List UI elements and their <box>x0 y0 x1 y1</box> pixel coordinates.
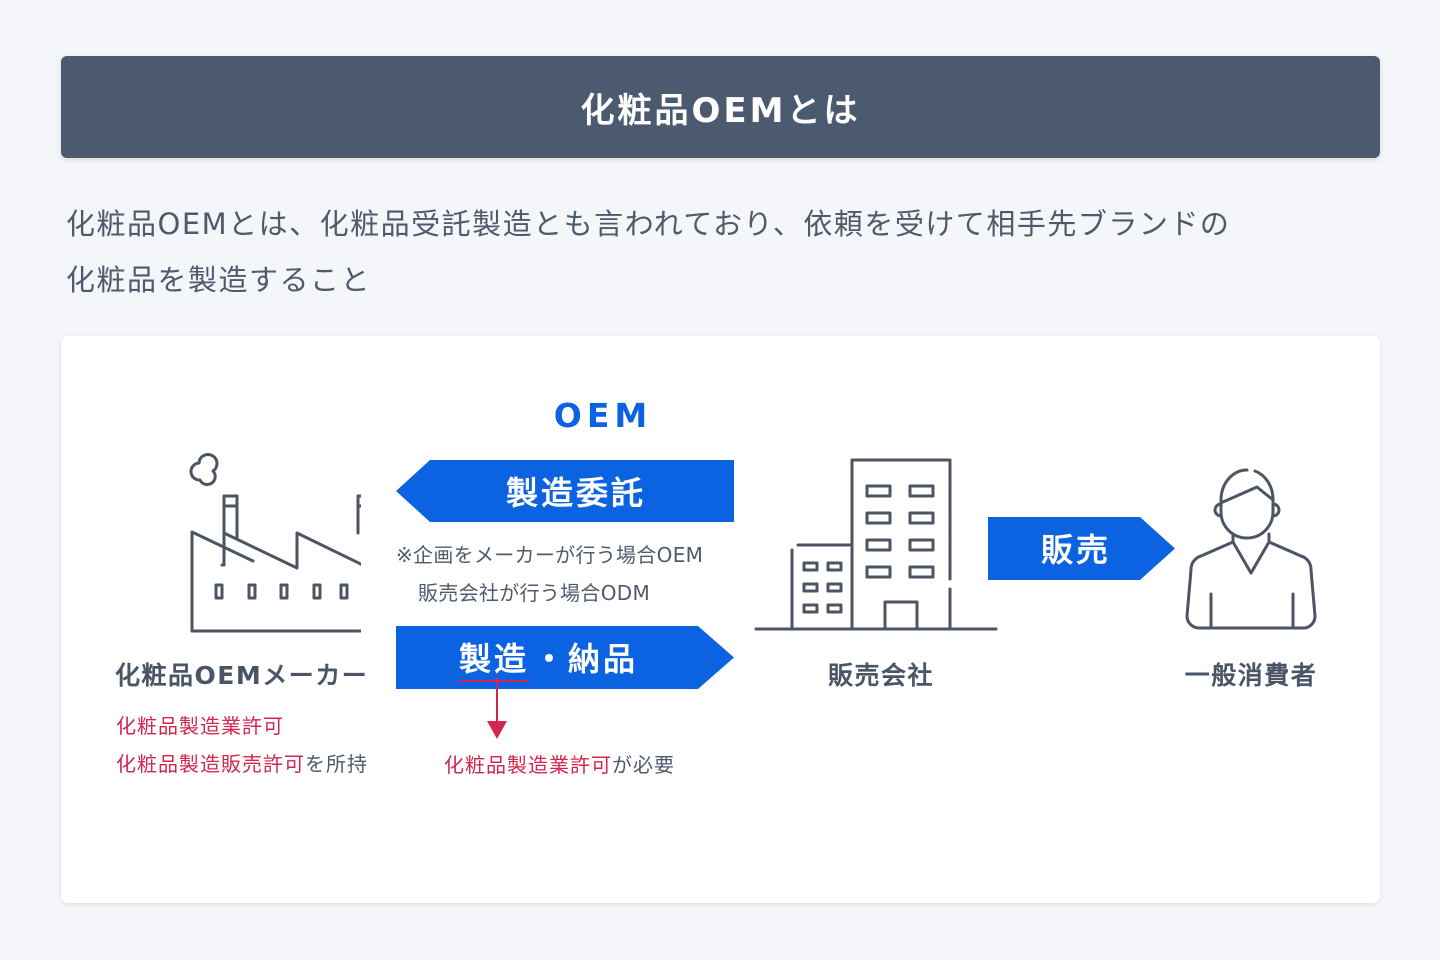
description-line-1: 化粧品OEMとは、化粧品受託製造とも言われており、依頼を受けて相手先ブランドの <box>66 207 1231 241</box>
sales-arrow-icon <box>988 517 1175 580</box>
person-icon <box>1185 468 1317 630</box>
license-line-2: 化粧品製造販売許可を所持 <box>116 745 368 783</box>
delivery-word: ・納品 <box>533 640 639 678</box>
commission-arrow-icon <box>396 460 734 522</box>
requirement-suffix: が必要 <box>612 753 675 777</box>
oem-label: OEM <box>553 396 653 435</box>
manufacture-word: 製造 <box>459 640 530 682</box>
office-building-icon <box>754 458 998 631</box>
manufacture-delivery-arrow-label: 製造・納品 <box>459 634 639 682</box>
description: 化粧品OEMとは、化粧品受託製造とも言われており、依頼を受けて相手先ブランドの … <box>66 196 1366 308</box>
note-line-2: 販売会社が行う場合ODM <box>418 581 650 605</box>
manufacturer-label: 化粧品OEMメーカー <box>115 661 369 690</box>
title-banner: 化粧品OEMとは <box>61 56 1380 158</box>
requirement-text: 化粧品製造業許可が必要 <box>444 746 675 784</box>
page-title: 化粧品OEMとは <box>580 90 861 131</box>
manufacturer-licenses: 化粧品製造業許可 化粧品製造販売許可を所持 <box>116 707 368 783</box>
commission-arrow-label: 製造委託 <box>505 474 646 512</box>
diagram-card: OEM 製造委託 ※企画をメーカーが行う場合OEM 販売会社が行う場合ODM 製… <box>61 336 1380 903</box>
sales-company-label: 販売会社 <box>827 661 934 690</box>
requirement-license: 化粧品製造業許可 <box>444 753 612 777</box>
consumer-label: 一般消費者 <box>1184 661 1318 690</box>
license-line-2-suffix: を所持 <box>305 752 368 776</box>
sales-arrow-label: 販売 <box>1040 531 1111 569</box>
license-line-2-red: 化粧品製造販売許可 <box>116 752 305 776</box>
oem-odm-note: ※企画をメーカーが行う場合OEM 販売会社が行う場合ODM <box>396 536 703 612</box>
manufacture-delivery-arrow-icon <box>396 626 734 689</box>
note-line-1: ※企画をメーカーが行う場合OEM <box>396 543 704 567</box>
description-line-2: 化粧品を製造すること <box>66 263 372 297</box>
requirement-pointer-icon <box>487 677 507 739</box>
license-line-1: 化粧品製造業許可 <box>116 714 284 738</box>
factory-icon <box>189 453 361 633</box>
